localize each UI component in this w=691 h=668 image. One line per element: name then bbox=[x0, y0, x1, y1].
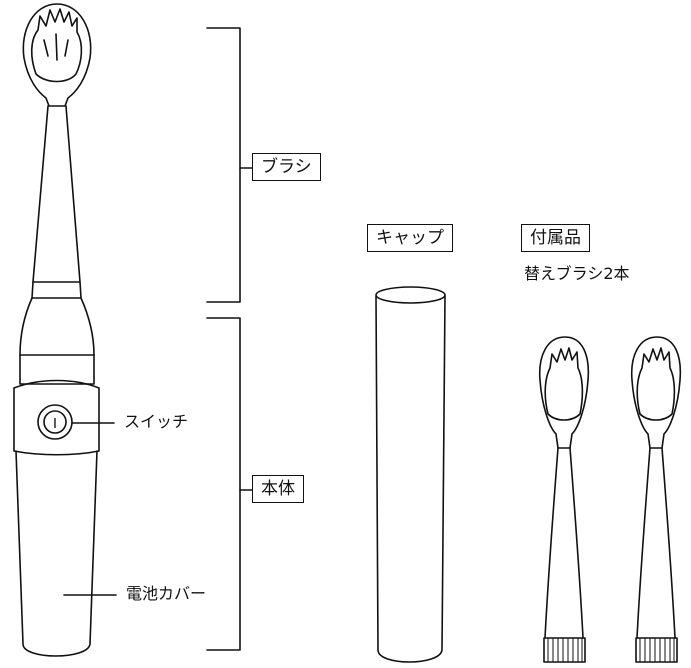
replacement-bristles-1 bbox=[544, 347, 584, 421]
switch-inner bbox=[43, 410, 67, 434]
replacement-collar-hatch-1 bbox=[547, 638, 583, 662]
replacement-collar-1 bbox=[543, 637, 586, 663]
replacement-bristles-2 bbox=[636, 347, 676, 421]
replacement-brush-2 bbox=[630, 336, 682, 663]
brush-bristle-detail bbox=[43, 33, 69, 61]
brush-bracket bbox=[206, 27, 241, 303]
replacement-collar-hatch-2 bbox=[639, 638, 675, 662]
brush-neck bbox=[32, 105, 81, 283]
label-battery-cover: 電池カバー bbox=[126, 584, 207, 603]
grip-band bbox=[13, 379, 100, 456]
cap-top bbox=[375, 286, 446, 304]
switch-symbol: I bbox=[53, 415, 57, 432]
label-brush: ブラシ bbox=[252, 153, 321, 181]
label-accessories: 付属品 bbox=[521, 224, 590, 252]
replacement-neck-1 bbox=[544, 447, 584, 639]
brush-head bbox=[22, 3, 92, 107]
switch-outer bbox=[37, 404, 73, 440]
cap-body bbox=[375, 295, 446, 663]
body-upper bbox=[19, 297, 95, 356]
brush-collar bbox=[31, 281, 82, 299]
body-ring bbox=[19, 354, 95, 385]
battery-cover bbox=[15, 450, 98, 657]
replacement-head-1 bbox=[538, 336, 590, 449]
toothbrush-main bbox=[13, 3, 100, 657]
label-body: 本体 bbox=[252, 475, 304, 503]
body-bracket bbox=[206, 317, 241, 651]
replacement-neck-2 bbox=[636, 447, 676, 639]
label-replacement-brushes: 替えブラシ2本 bbox=[524, 264, 630, 283]
replacement-collar-2 bbox=[635, 637, 678, 663]
replacement-brush-1 bbox=[538, 336, 590, 663]
replacement-head-2 bbox=[630, 336, 682, 449]
cap bbox=[375, 286, 446, 663]
label-cap: キャップ bbox=[367, 224, 453, 252]
label-switch: スイッチ bbox=[124, 412, 189, 431]
brush-bristles bbox=[30, 8, 83, 83]
